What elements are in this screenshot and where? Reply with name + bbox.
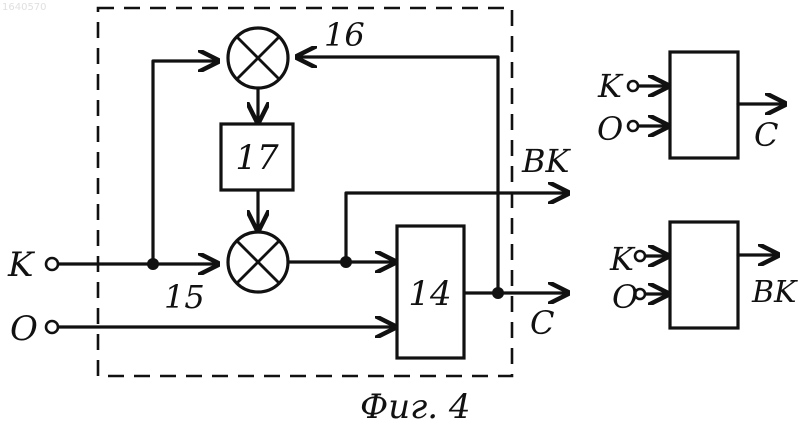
figure-caption: Фиг. 4 — [360, 387, 471, 427]
terminal-o — [46, 321, 58, 333]
symbol-c-out-label: C — [754, 116, 778, 154]
junction-k — [147, 258, 159, 270]
block-14-label: 14 — [408, 274, 451, 314]
block-17-label: 17 — [235, 138, 279, 178]
mixer-15-label: 15 — [164, 278, 205, 316]
junction-mixer15-out — [340, 256, 352, 268]
mixer-16-label: 16 — [324, 16, 365, 54]
mixer-15 — [228, 232, 288, 292]
mixer-16 — [228, 28, 288, 88]
input-o-label: O — [10, 309, 38, 349]
symbol-bk-o-label: O — [612, 278, 638, 316]
wire-k-to-mixer-16 — [153, 61, 218, 264]
symbol-c-o-label: O — [597, 110, 623, 148]
input-k-label: K — [7, 245, 36, 285]
symbol-bk-k-label: K — [609, 240, 636, 278]
symbol-c-k-label: K — [597, 67, 624, 105]
junction-c — [492, 287, 504, 299]
output-bk-label: BK — [521, 142, 572, 180]
terminal-k — [46, 258, 58, 270]
watermark-text: 1640570 — [2, 2, 47, 13]
output-c-label: C — [530, 304, 554, 342]
symbol-bk-out-label: BK — [751, 275, 798, 310]
